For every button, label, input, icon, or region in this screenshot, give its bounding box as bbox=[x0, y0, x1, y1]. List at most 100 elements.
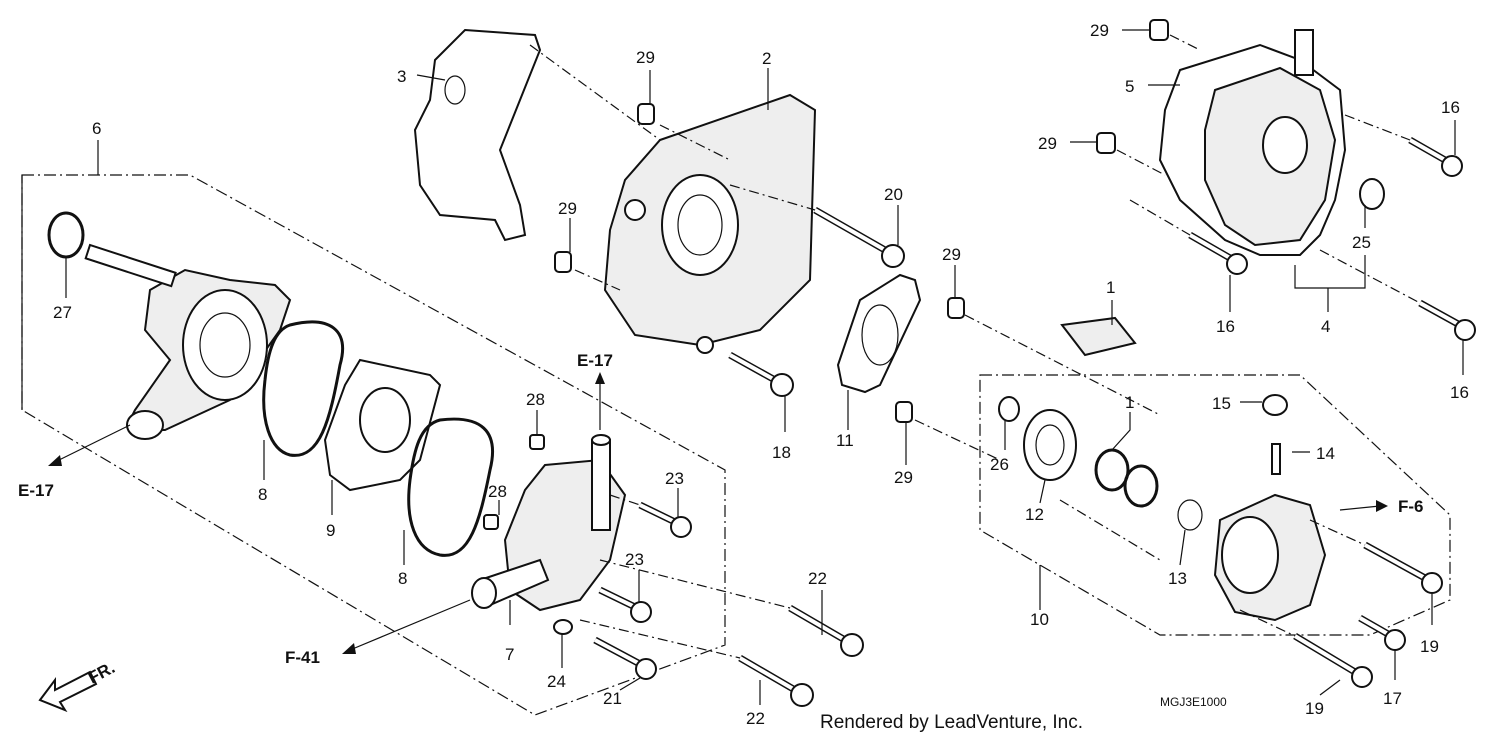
o-ring-8a bbox=[262, 320, 345, 457]
cover-4-boss bbox=[1262, 116, 1308, 174]
align-line bbox=[729, 184, 816, 211]
oil-pump-assembly-frame bbox=[979, 374, 1451, 636]
label-part-29c: 29 bbox=[942, 245, 961, 264]
bolt-19b bbox=[1293, 632, 1373, 688]
gasket-11 bbox=[836, 273, 922, 394]
label-part-14: 14 bbox=[1316, 444, 1335, 463]
label-part-12: 12 bbox=[1025, 505, 1044, 524]
leader-3 bbox=[416, 74, 446, 81]
label-part-17: 17 bbox=[1383, 689, 1402, 708]
dowel-28b bbox=[483, 514, 499, 530]
align-line bbox=[579, 619, 741, 659]
cover-bore-inner bbox=[677, 194, 723, 256]
arrow-f41 bbox=[342, 643, 356, 654]
label-part-9: 9 bbox=[326, 521, 335, 540]
gasket-1-top bbox=[1060, 316, 1137, 357]
ref-e17-left: E-17 bbox=[18, 481, 54, 500]
align-line bbox=[964, 314, 1161, 416]
credit-text: Rendered by LeadVenture, Inc. bbox=[820, 712, 1083, 733]
front-arrow-icon bbox=[38, 670, 98, 713]
label-part-4: 4 bbox=[1321, 317, 1330, 336]
label-part-28a: 28 bbox=[526, 390, 545, 409]
o-ring-8b bbox=[407, 417, 495, 557]
arrow-f6 bbox=[1376, 500, 1388, 512]
bolt-16a bbox=[1408, 136, 1463, 177]
label-part-23b: 23 bbox=[625, 550, 644, 569]
dowel-29f bbox=[1096, 132, 1116, 154]
label-part-5: 5 bbox=[1125, 77, 1134, 96]
arrow-e17-left bbox=[48, 455, 62, 466]
gasket-11-hole bbox=[861, 304, 899, 366]
dowel-29d bbox=[895, 401, 913, 423]
rotor-12 bbox=[1023, 409, 1077, 481]
seal-25 bbox=[1359, 178, 1385, 210]
label-part-29d: 29 bbox=[894, 468, 913, 487]
label-part-15: 15 bbox=[1212, 394, 1231, 413]
leader-12 bbox=[1039, 479, 1046, 504]
align-line bbox=[1116, 149, 1166, 176]
fitting-15 bbox=[1262, 394, 1288, 416]
sensor-14 bbox=[1271, 443, 1281, 475]
align-line bbox=[659, 124, 731, 161]
bolt-16b bbox=[1188, 231, 1248, 275]
label-part-29f: 29 bbox=[1038, 134, 1057, 153]
label-part-10: 10 bbox=[1030, 610, 1049, 629]
bolt-23b bbox=[598, 586, 652, 623]
cover-boss bbox=[624, 199, 646, 221]
label-part-23a: 23 bbox=[665, 469, 684, 488]
label-part-18: 18 bbox=[772, 443, 791, 462]
bolt-18 bbox=[728, 351, 794, 397]
label-part-22b: 22 bbox=[746, 709, 765, 728]
label-part-16b: 16 bbox=[1216, 317, 1235, 336]
leader-19b bbox=[1319, 679, 1341, 696]
bolt-21 bbox=[593, 636, 657, 680]
leader-13 bbox=[1179, 529, 1186, 566]
bolt-19a bbox=[1363, 541, 1443, 594]
front-direction-marker: FR. bbox=[38, 658, 118, 713]
label-part-1-top: 1 bbox=[1106, 278, 1115, 297]
label-part-29a: 29 bbox=[636, 48, 655, 67]
align-line bbox=[599, 559, 791, 609]
washer-26 bbox=[998, 396, 1020, 422]
leader-e17-left bbox=[54, 424, 131, 463]
leader-f41 bbox=[349, 599, 471, 651]
label-part-20: 20 bbox=[884, 185, 903, 204]
dowel-29e bbox=[1149, 19, 1169, 41]
label-part-19a: 19 bbox=[1420, 637, 1439, 656]
ref-f6: F-6 bbox=[1398, 497, 1424, 516]
impeller bbox=[199, 312, 251, 378]
ref-e17-mid: E-17 bbox=[577, 351, 613, 370]
washer-24 bbox=[553, 619, 573, 635]
dowel-29a bbox=[637, 103, 655, 125]
bolt-22a bbox=[788, 604, 864, 657]
oil-pump-bore bbox=[1221, 516, 1279, 594]
bolt-23a bbox=[638, 501, 692, 538]
spring-13 bbox=[1177, 499, 1203, 531]
bracket-4 bbox=[1294, 255, 1366, 289]
cover-4-tab bbox=[1294, 29, 1314, 76]
label-part-26: 26 bbox=[990, 455, 1009, 474]
align-line bbox=[1059, 499, 1161, 561]
pump-shaft bbox=[84, 243, 177, 288]
label-part-8a: 8 bbox=[258, 485, 267, 504]
label-part-11: 11 bbox=[836, 431, 854, 450]
inlet-pipe-end bbox=[471, 577, 497, 609]
label-part-28b: 28 bbox=[488, 482, 507, 501]
bolt-20 bbox=[813, 206, 905, 268]
gasket-hole bbox=[444, 75, 466, 105]
label-part-24: 24 bbox=[547, 672, 566, 691]
o-ring-1a bbox=[1094, 448, 1130, 492]
label-part-8b: 8 bbox=[398, 569, 407, 588]
drawing-code: MGJ3E1000 bbox=[1160, 695, 1227, 709]
cover-bore bbox=[661, 174, 739, 276]
bolt-16c bbox=[1418, 299, 1476, 341]
pump-outlet bbox=[126, 410, 164, 440]
align-line bbox=[574, 269, 621, 291]
align-line bbox=[529, 44, 661, 141]
align-line bbox=[1129, 199, 1191, 236]
leader-21 bbox=[619, 677, 641, 691]
align-line bbox=[1319, 249, 1421, 304]
leader-1-mid bbox=[1111, 412, 1131, 451]
